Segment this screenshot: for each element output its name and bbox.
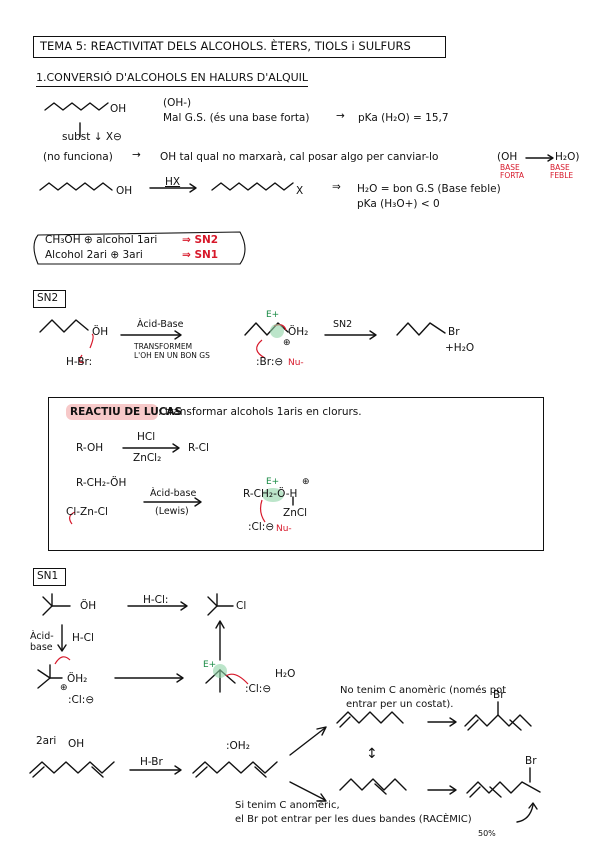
sn2-step1-note2: L'OH EN UN BON GS [134,351,210,360]
sn1-note-top-2: entrar per un costat). [346,699,454,710]
lucas-highlight [66,404,158,420]
sn2-heading-box [33,290,66,308]
lucas-desc: : transformar alcohols 1aris en clorurs. [158,406,362,418]
sn1-br-top: Br [493,689,505,701]
sn2-br-minus: :Br:⊖ [256,356,284,368]
page-title: TEMA 5: REACTIVITAT DELS ALCOHOLS. ÈTERS… [40,39,411,53]
sn1-resonance: ↕ [366,746,378,762]
chain-product-top [464,714,532,727]
lucas-clzncl: Cl-Zn-Cl [66,506,108,518]
no-funciona: (no funciona) [43,151,113,163]
sn1-reagent-hcl: H-Cl: [143,594,169,606]
lucas-complex: R-CH₂-Ö-H [243,488,298,500]
conv-from: (OH [497,151,518,163]
lucas-cl-minus: :Cl:⊖ [248,521,275,533]
chain-protonated-sec [192,761,278,774]
explanation: OH tal qual no marxarà, cal posar algo p… [160,151,439,163]
lucas-step-label: Àcid-base [150,488,197,499]
sn1-oh2-sec: :OH₂ [226,740,250,752]
sn1-e-plus: E+ [203,660,217,670]
lucas-roh: R-OH [76,442,104,454]
base-feble: BASE FEBLE [550,163,574,180]
sn1-percent: 50% [478,829,496,838]
sn1-heading: SN1 [37,570,59,582]
chain-product-bottom [466,781,541,794]
sn1-oh: ÖH [80,600,97,612]
sn1-heading-box [33,568,66,586]
chain-hexanol-2 [39,182,113,191]
rule-primary-result: ⇒ SN2 [182,234,219,246]
lucas-e-plus: E+ [266,477,280,487]
sn2-step1-label: Àcid-Base [137,319,184,330]
sn1-oh-sec: OH [68,738,85,750]
oh-minus: (OH-) [163,97,192,109]
rule-secondary-result: ⇒ SN1 [182,249,219,261]
sn2-step1-note1: TRANSFORMEM [134,342,193,351]
lucas-reagent-bottom: ZnCl₂ [133,452,162,464]
sn1-oh2: ÖH₂ [67,673,88,685]
rule-primary: CH₃OH ⊕ alcohol 1ari [45,234,158,246]
arrow-2: → [132,149,141,161]
sn2-plus: ⊕ [283,338,291,348]
implies: ⇒ [332,181,341,193]
chain-bromobutane [396,322,446,336]
chain-haloalkane [211,182,294,191]
sn2-e-plus: E+ [266,310,280,320]
sn2-step2-label: SN2 [333,319,353,330]
sn1-note-bottom-1: Si tenim C anomèric, [235,800,340,811]
sn2-oh2: ÖH₂ [288,326,309,338]
lucas-zncl: ZnCl [283,507,308,519]
subst-label: subst ↓ X⊖ [62,131,122,143]
sn2-product-h2o: +H₂O [445,342,475,354]
lucas-nu: Nu- [276,524,292,534]
sn1-product-cl: Cl [236,600,247,612]
reagent-hx: HX [165,176,181,188]
sn1-cl-minus-1: :Cl:⊖ [68,694,95,706]
sn1-h2o: H₂O [275,668,296,680]
pka-h2o: pKa (H₂O) = 15,7 [358,112,449,124]
sn2-nu: Nu- [288,358,304,368]
bad-leaving-group: Mal G.S. (és una base forta) [163,112,310,124]
x-label: X [296,185,304,197]
sn2-hbr: H-Br: [66,356,93,368]
lucas-heading: REACTIU DE LUCAS [70,406,183,418]
lucas-rcl: R-Cl [188,442,209,454]
sn1-hcl-down: H-Cl [72,632,94,644]
base-forta: BASE FORTA [500,163,525,180]
lucas-rch2oh: R-CH₂-ÖH [76,477,127,489]
sn1-note-bottom-2: el Br pot entrar per les dues bandes (RA… [235,814,472,825]
sn1-cl-minus-2: :Cl:⊖ [245,683,272,695]
chain-butanol [39,319,89,333]
lucas-electrophile-highlight [262,488,284,502]
sn2-heading: SN2 [37,292,59,304]
lucas-reagent-top: HCl [137,431,156,443]
sn1-cation-highlight [213,664,227,678]
title-box [33,36,446,58]
sn2-electrophile-highlight [270,324,284,338]
sn1-note-top-1: No tenim C anomèric (només pot [340,685,507,696]
arrow-1: → [336,110,345,122]
lucas-box [48,397,544,551]
pka-h3o: pKa (H₃O+) < 0 [357,198,440,210]
sn1-plus: ⊕ [60,683,68,693]
sn1-br-bottom: Br [525,755,537,767]
chain-heptadienol [29,761,115,774]
sn1-reagent-hbr: H-Br [140,756,163,768]
oh-label-2: OH [116,185,133,197]
h2o-good: H₂O = bon G.S (Base feble) [357,183,501,195]
conv-to: H₂O) [555,151,580,163]
sn1-secondary: 2ari [36,735,57,747]
chain-hexanol [44,102,109,111]
sn2-oh: ÖH [92,326,109,338]
lucas-step-sub: (Lewis) [155,506,189,517]
oh-label: OH [110,103,127,115]
section1-heading: 1.CONVERSIÓ D'ALCOHOLS EN HALURS D'ALQUI… [36,71,309,87]
lucas-plus: ⊕ [302,477,310,487]
sn1-acid-base: Àcid-base [30,631,54,653]
rule-secondary: Alcohol 2ari ⊕ 3ari [45,249,143,261]
sn2-product-br: Br [448,326,460,338]
